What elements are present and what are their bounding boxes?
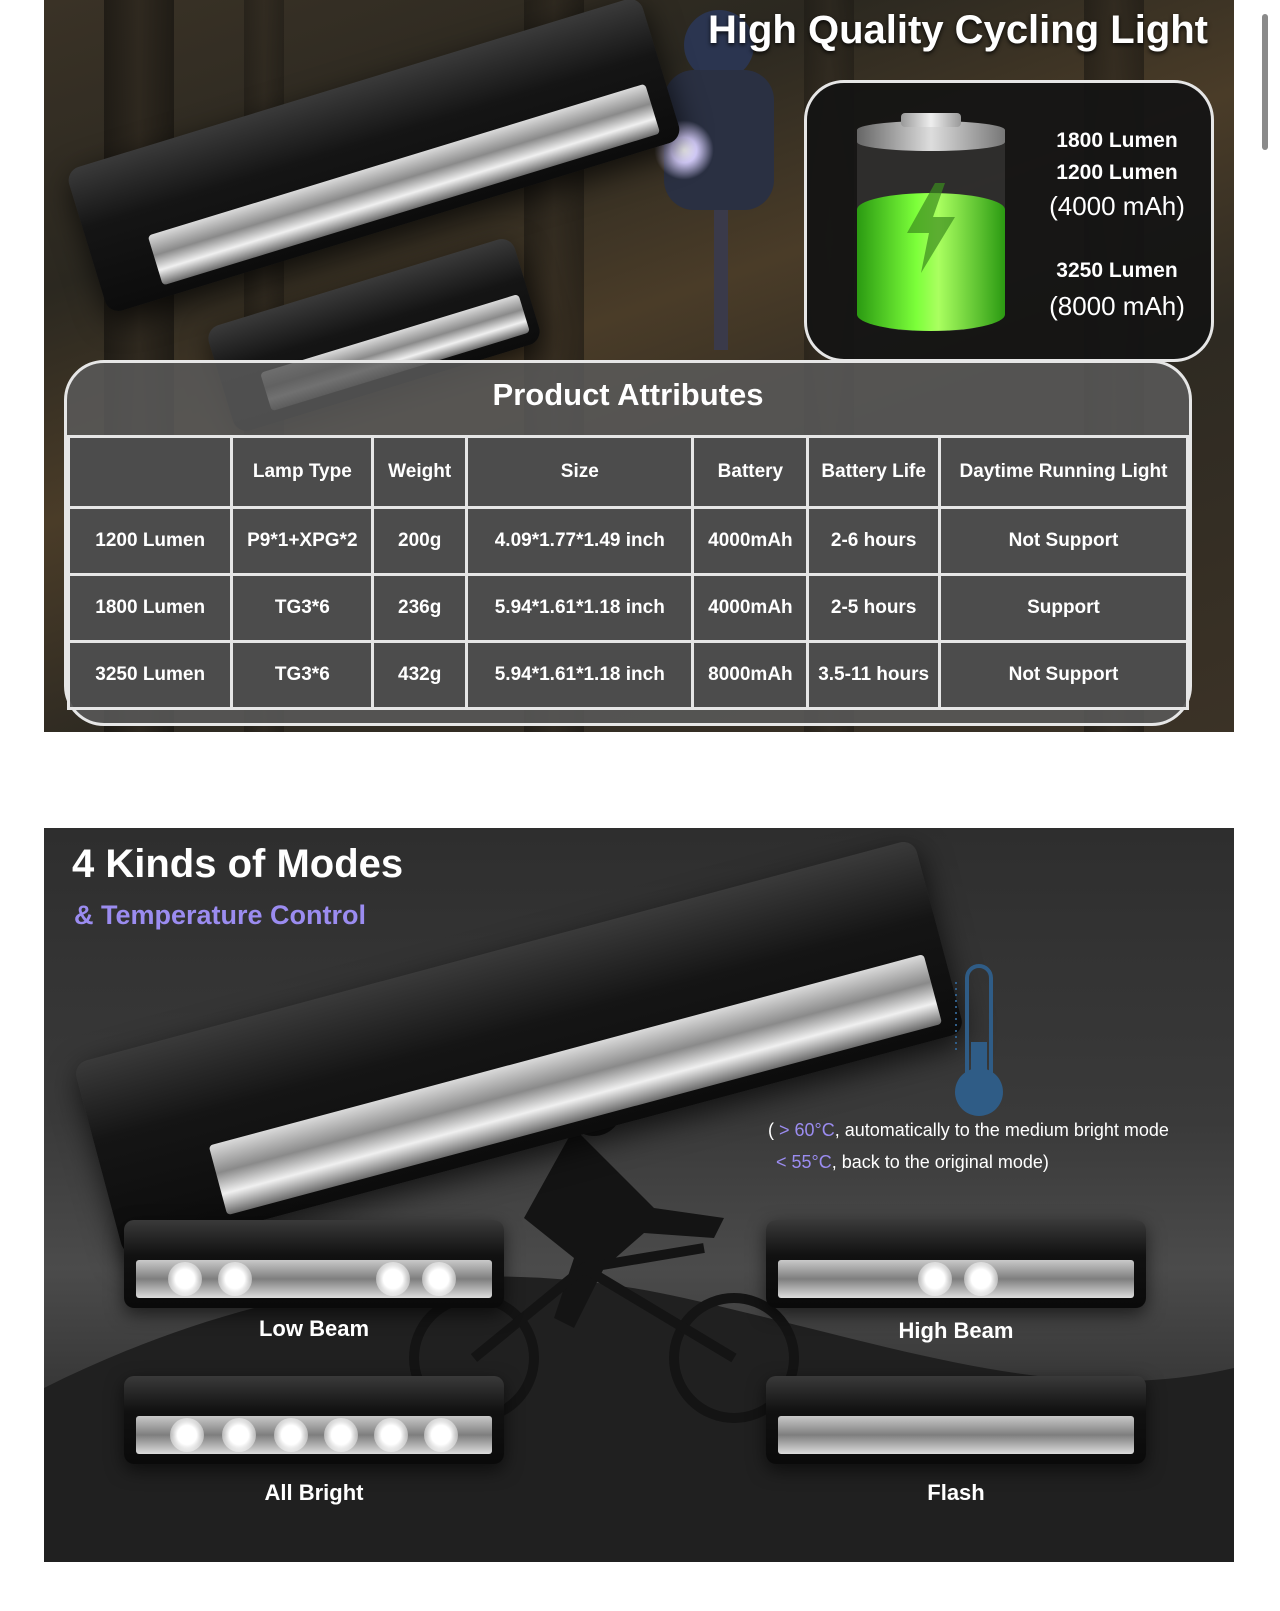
table-header-cell: Weight — [371, 435, 469, 509]
battery-line-1800: 1800 Lumen — [1056, 129, 1178, 152]
high-beam-lamp — [766, 1220, 1146, 1308]
table-row: 1800 Lumen TG3*6 236g 5.94*1.61*1.18 inc… — [66, 573, 1190, 643]
modes-banner: 4 Kinds of Modes & Temperature Control (… — [44, 828, 1234, 1562]
mode-label-low-beam: Low Beam — [258, 1316, 370, 1341]
thermometer-icon — [955, 964, 1003, 1116]
product-attributes-card: Product Attributes Lamp Type Weight Size… — [64, 360, 1192, 726]
temp-note-low: < 55°C, back to the original mode) — [776, 1152, 1049, 1172]
mode-label-high-beam: High Beam — [898, 1318, 1014, 1343]
hill-silhouette — [44, 1276, 1234, 1562]
all-bright-lamp — [124, 1376, 504, 1464]
table-cell: 5.94*1.61*1.18 inch — [465, 640, 695, 710]
table-header-cell — [66, 435, 234, 509]
cycling-light-banner: High Quality Cycling Light 1800 Lumen 12… — [44, 0, 1234, 732]
table-cell: 3250 Lumen — [66, 640, 234, 710]
table-cell: 8000mAh — [691, 640, 810, 710]
table-cell: TG3*6 — [230, 573, 375, 643]
table-cell: Not Support — [937, 506, 1190, 576]
product-attributes-table: Lamp Type Weight Size Battery Battery Li… — [66, 435, 1190, 710]
table-cell: 1200 Lumen — [66, 506, 234, 576]
table-cell: P9*1+XPG*2 — [230, 506, 375, 576]
battery-icon — [857, 113, 1005, 331]
battery-line-3250: 3250 Lumen — [1056, 259, 1178, 282]
table-header-cell: Size — [465, 435, 695, 509]
table-cell: 5.94*1.61*1.18 inch — [465, 573, 695, 643]
table-row: 3250 Lumen TG3*6 432g 5.94*1.61*1.18 inc… — [66, 640, 1190, 710]
battery-line-1200: 1200 Lumen — [1056, 161, 1178, 184]
mode-label-all-bright: All Bright — [264, 1480, 364, 1505]
table-cell: 200g — [371, 506, 469, 576]
table-cell: TG3*6 — [230, 640, 375, 710]
table-cell: Support — [937, 573, 1190, 643]
table-cell: 3.5-11 hours — [806, 640, 941, 710]
low-beam-lamp — [124, 1220, 504, 1308]
table-cell: Not Support — [937, 640, 1190, 710]
table-header-cell: Battery — [691, 435, 810, 509]
table-cell: 1800 Lumen — [66, 573, 234, 643]
battery-capacity-card: 1800 Lumen 1200 Lumen (4000 mAh) 3250 Lu… — [804, 80, 1214, 362]
table-header-row: Lamp Type Weight Size Battery Battery Li… — [66, 435, 1190, 509]
temp-note-high: ( > 60°C, automatically to the medium br… — [768, 1120, 1169, 1140]
table-header-cell: Daytime Running Light — [937, 435, 1190, 509]
table-header-cell: Lamp Type — [230, 435, 375, 509]
table-cell: 4000mAh — [691, 506, 810, 576]
table-cell: 236g — [371, 573, 469, 643]
flash-lamp — [766, 1376, 1146, 1464]
table-cell: 4.09*1.77*1.49 inch — [465, 506, 695, 576]
page-scrollbar[interactable] — [1262, 14, 1268, 150]
banner-title: High Quality Cycling Light — [708, 8, 1208, 52]
table-cell: 4000mAh — [691, 573, 810, 643]
table-row: 1200 Lumen P9*1+XPG*2 200g 4.09*1.77*1.4… — [66, 506, 1190, 576]
mode-label-flash: Flash — [927, 1480, 985, 1505]
table-cell: 432g — [371, 640, 469, 710]
modes-subtitle: & Temperature Control — [74, 900, 367, 930]
table-header-cell: Battery Life — [806, 435, 941, 509]
battery-line-8000mah: (8000 mAh) — [1049, 291, 1185, 321]
modes-title: 4 Kinds of Modes — [72, 842, 404, 886]
cyclist-photo — [634, 0, 804, 360]
battery-line-4000mah: (4000 mAh) — [1049, 191, 1185, 221]
table-cell: 2-5 hours — [806, 573, 941, 643]
table-cell: 2-6 hours — [806, 506, 941, 576]
product-attributes-title: Product Attributes — [492, 377, 764, 412]
